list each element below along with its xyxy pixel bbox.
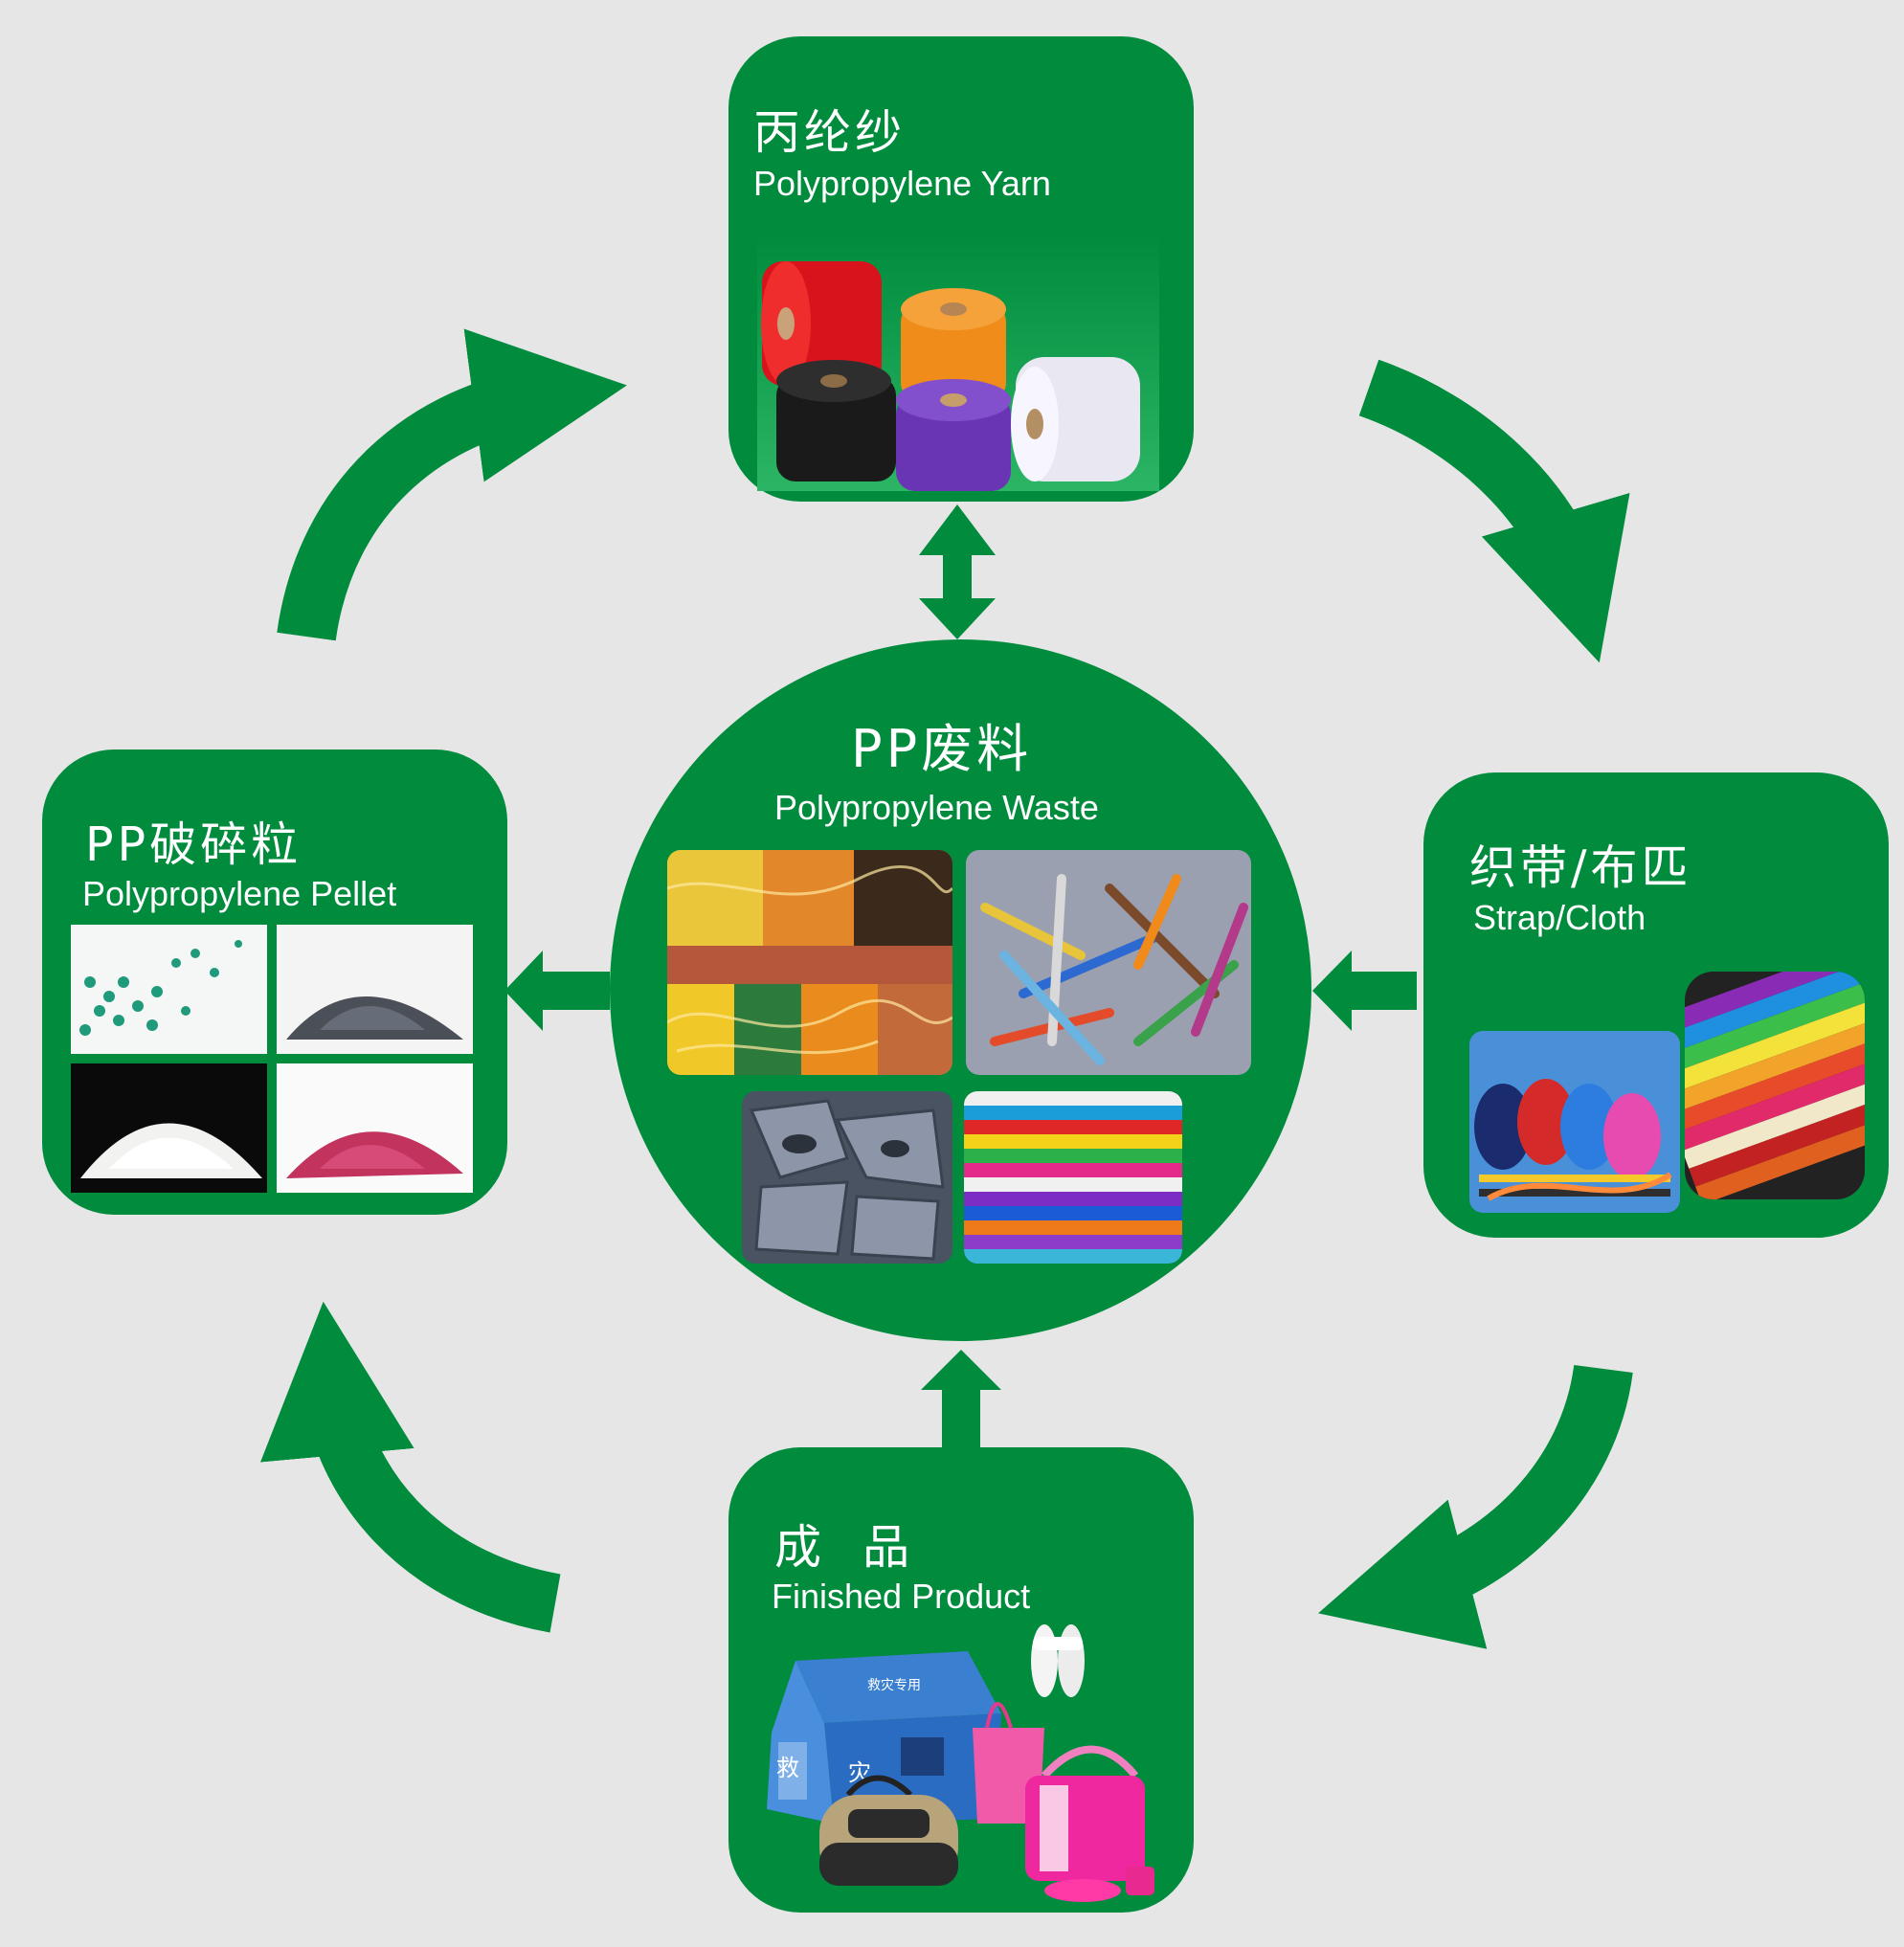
duffel-bag <box>819 1775 958 1886</box>
yarn-spools-photo <box>757 233 1159 491</box>
fiber-waste-bales <box>667 850 952 1075</box>
red-yarn-spool <box>761 261 882 386</box>
curved-arrow-strap-to-finished <box>1318 1364 1633 1649</box>
curved-arrow-yarn-to-strap <box>1358 359 1630 663</box>
tent-char-1: 救 <box>776 1755 799 1781</box>
webbing-rolls <box>1469 1031 1680 1213</box>
yarn-title-en: Polypropylene Yarn <box>753 164 1051 203</box>
curved-arrow-pellet-to-yarn <box>277 328 627 641</box>
pellet-title-cn: PP破碎粒 <box>85 817 302 872</box>
pellet-photo-grid <box>71 925 473 1193</box>
waste-title-en: Polypropylene Waste <box>774 788 1099 827</box>
curved-arrow-finished-to-pellet <box>260 1301 561 1633</box>
gray-pellets <box>277 925 473 1054</box>
waste-title-cn: PP废料 <box>851 719 1033 779</box>
node-polypropylene-yarn: 丙纶纱 Polypropylene Yarn <box>728 36 1194 502</box>
purple-yarn-spool <box>896 379 1011 491</box>
node-finished-product: 成 品 Finished Product 救灾专用 救 灾 <box>728 1447 1194 1913</box>
tent-banner-text: 救灾专用 <box>867 1677 921 1693</box>
arrow-strap-to-waste <box>1312 951 1417 1031</box>
finished-title-en: Finished Product <box>772 1577 1031 1616</box>
pellet-title-en: Polypropylene Pellet <box>82 874 397 913</box>
arrow-finished-to-waste <box>921 1350 1001 1447</box>
arrow-waste-to-pellet <box>504 951 610 1031</box>
strap-scrap <box>966 850 1251 1075</box>
node-strap-cloth: 织带/布匹 Strap/Cloth <box>1423 772 1889 1238</box>
node-polypropylene-pellet: PP破碎粒 Polypropylene Pellet <box>42 750 507 1215</box>
black-yarn-spool <box>776 360 896 481</box>
green-pellets <box>71 925 267 1054</box>
yarn-title-cn: 丙纶纱 <box>753 105 907 160</box>
strap-title-cn: 织带/布匹 <box>1469 840 1692 895</box>
fabric-rolls <box>1685 972 1865 1199</box>
white-pellets <box>71 1063 267 1193</box>
node-polypropylene-waste: PP废料 Polypropylene Waste <box>610 639 1311 1341</box>
pink-handbag <box>1025 1745 1154 1902</box>
corrugated-pp-sheets <box>964 1091 1182 1264</box>
orange-yarn-spool <box>901 288 1006 400</box>
finished-products-photo: 救灾专用 救 灾 <box>767 1624 1154 1902</box>
strap-title-en: Strap/Cloth <box>1473 898 1646 937</box>
finished-title-cn: 成 品 <box>774 1520 914 1575</box>
double-arrow-yarn-waste <box>919 504 996 639</box>
white-yarn-spool <box>1011 357 1140 481</box>
pink-pellets <box>277 1063 473 1193</box>
gray-plastic-scrap <box>742 1091 952 1264</box>
slippers <box>1031 1624 1085 1697</box>
